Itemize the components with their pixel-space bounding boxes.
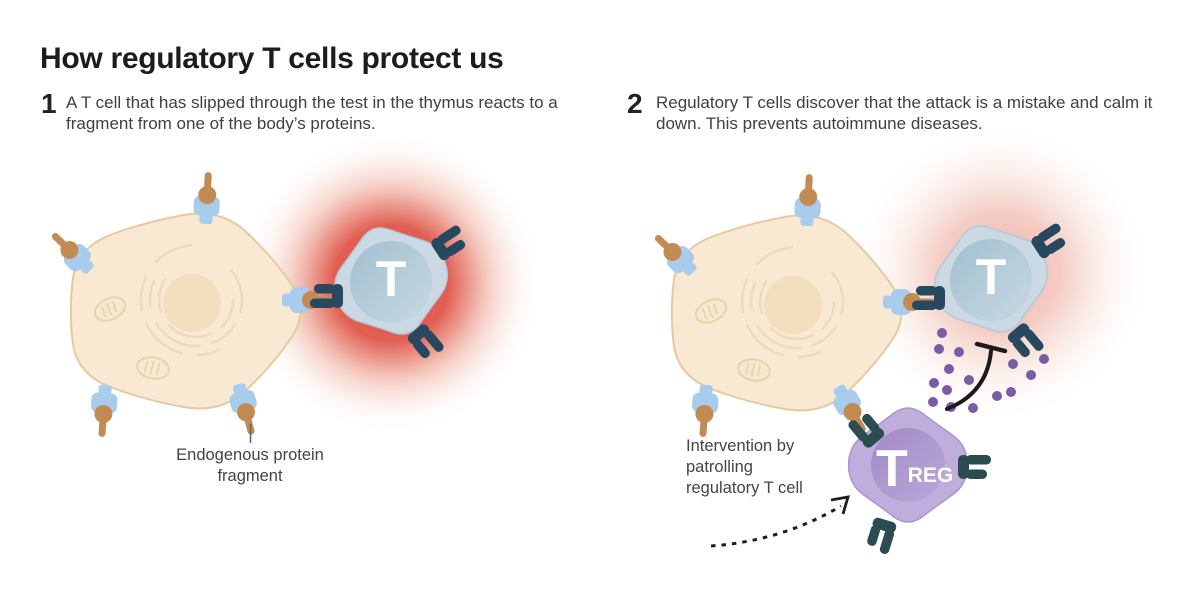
intervention-label: Intervention by patrolling regulatory T …	[686, 437, 803, 497]
t-cell-right: T	[933, 225, 1049, 333]
mhc-receptor	[689, 384, 720, 438]
step-2-number: 2	[627, 88, 643, 119]
tcr-receptor	[958, 455, 991, 479]
endogenous-fragment-label: Endogenous protein fragment	[176, 446, 324, 485]
nucleus	[764, 276, 822, 334]
t-cell-left: T	[333, 227, 449, 335]
step-1-number: 1	[41, 88, 57, 119]
step-1-text: A T cell that has slipped through the te…	[66, 93, 558, 133]
t-cell-body	[350, 241, 432, 323]
body-cell-right	[646, 173, 935, 439]
nucleus	[163, 274, 221, 332]
suppressive-molecule-dots	[928, 328, 1049, 413]
patrol-arrow	[710, 495, 850, 548]
treg-label: TREG	[876, 440, 953, 498]
t-cell-label: T	[376, 251, 407, 307]
page-title: How regulatory T cells protect us	[40, 42, 504, 75]
mhc-receptor	[88, 384, 119, 438]
t-cell-label: T	[976, 249, 1007, 305]
t-cell-body	[950, 239, 1032, 321]
treg-body	[871, 428, 945, 502]
step-2-text: Regulatory T cells discover that the att…	[656, 93, 1153, 133]
body-cell-left	[43, 171, 334, 438]
inhibition-arrow	[945, 341, 1008, 411]
treg-cell: TREG	[834, 393, 982, 537]
tcr-receptor	[864, 516, 898, 556]
